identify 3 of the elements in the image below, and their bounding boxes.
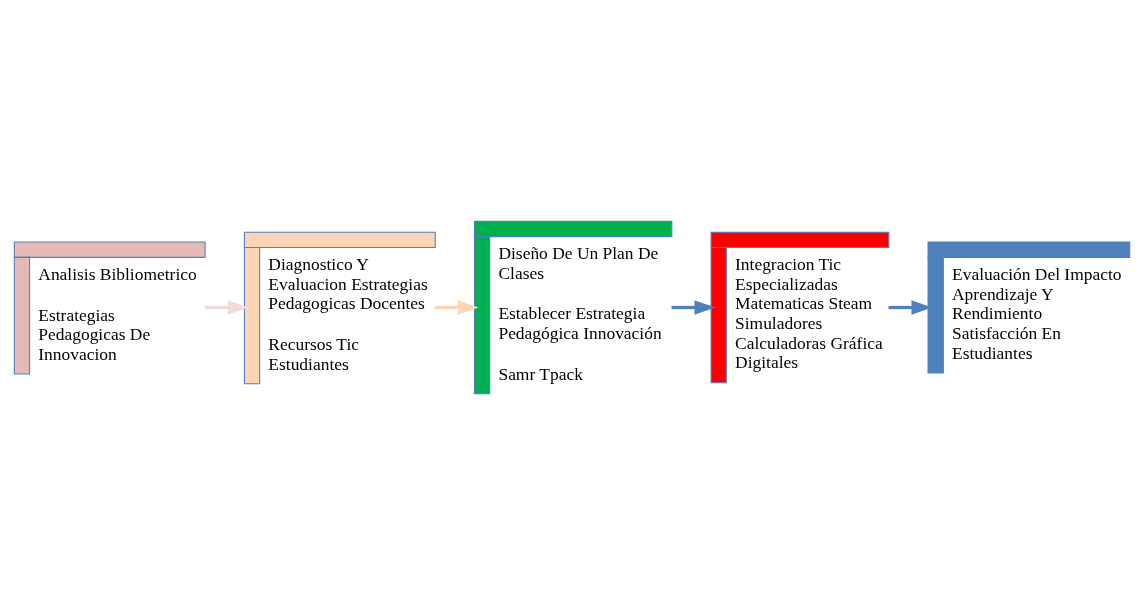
arrow: [671, 300, 716, 315]
arrow: [204, 300, 249, 315]
arrow: [434, 300, 479, 315]
